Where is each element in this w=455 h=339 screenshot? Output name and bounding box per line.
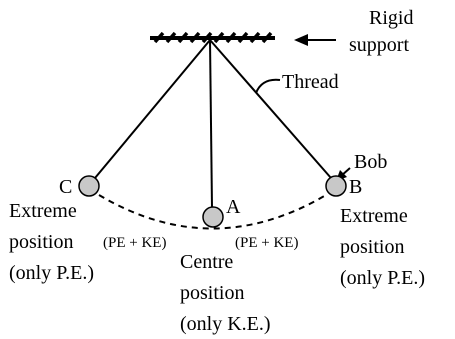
thread-leader: [255, 78, 281, 94]
point-a-label: A: [226, 196, 241, 218]
centre-label-3: (only K.E.): [180, 313, 271, 335]
bob-c: [78, 175, 100, 197]
rigid-support-label-2: support: [349, 34, 409, 56]
threads: [94, 39, 332, 209]
bob-label: Bob: [354, 151, 387, 173]
energy-left-label: (PE + KE): [103, 235, 166, 251]
extreme-left-label-3: (only P.E.): [9, 262, 94, 284]
centre-label-2: position: [180, 282, 244, 304]
bobs: [78, 175, 347, 228]
extreme-right-label-3: (only P.E.): [340, 267, 425, 289]
rigid-support: [150, 31, 275, 44]
centre-label-1: Centre: [180, 251, 233, 273]
thread-left: [94, 39, 211, 179]
bob-b: [325, 175, 347, 197]
point-c-label: C: [59, 176, 72, 198]
bob-a: [202, 206, 224, 228]
thread-centre: [209, 39, 213, 209]
thread-right: [209, 39, 332, 179]
support-arrow: [294, 34, 336, 46]
point-b-label: B: [349, 176, 362, 198]
extreme-right-label-1: Extreme: [340, 205, 408, 227]
rigid-support-label-1: Rigid: [369, 7, 413, 29]
extreme-right-label-2: position: [340, 236, 404, 258]
extreme-left-label-2: position: [9, 231, 73, 253]
thread-label: Thread: [282, 71, 339, 93]
extreme-left-label-1: Extreme: [9, 200, 77, 222]
energy-right-label: (PE + KE): [235, 235, 298, 251]
